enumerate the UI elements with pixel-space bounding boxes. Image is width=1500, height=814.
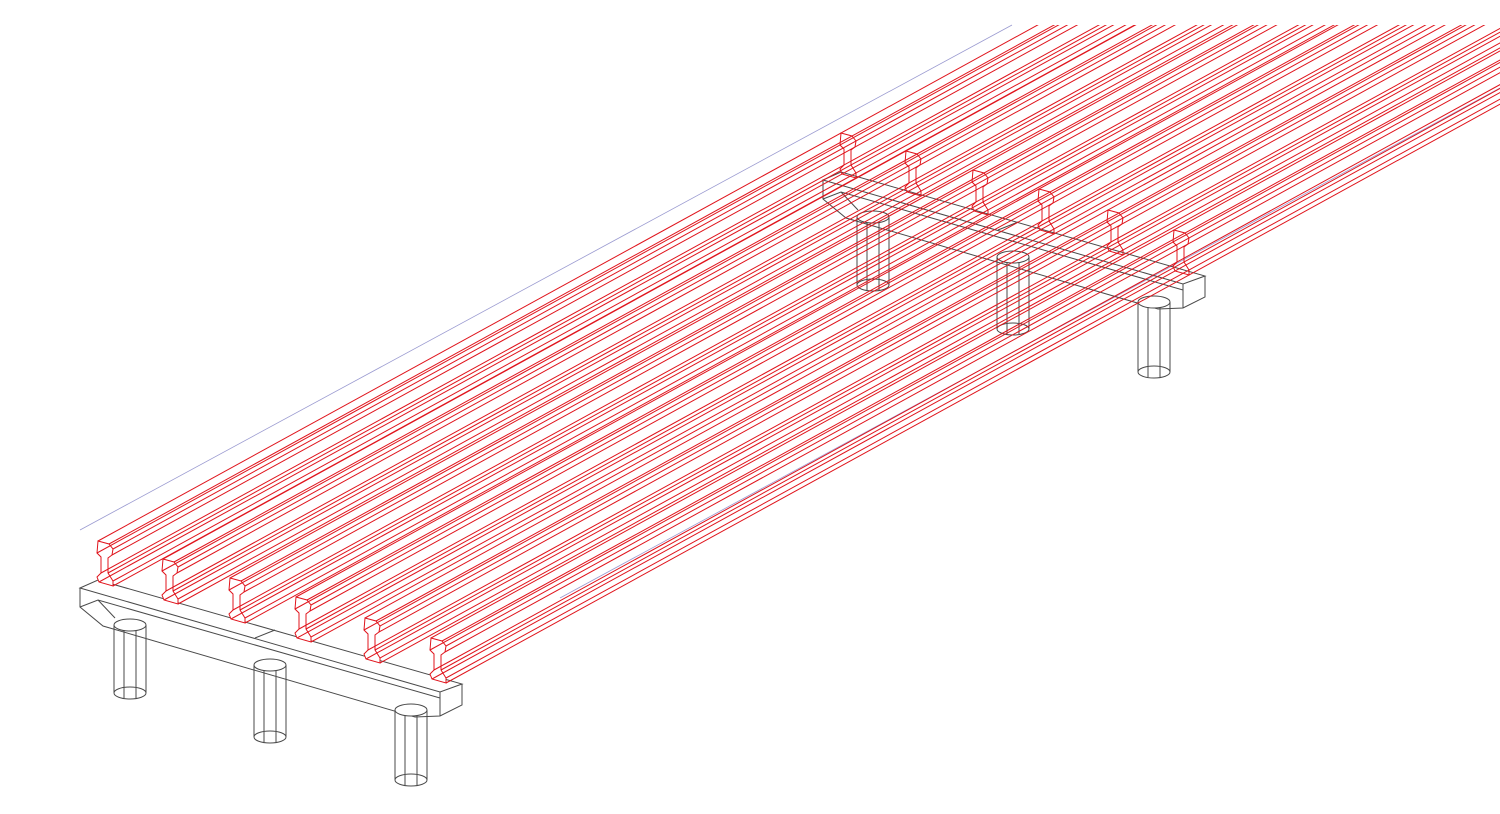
- pier-cap-chamfer: [97, 599, 116, 619]
- pier-cap-edge: [79, 599, 441, 716]
- girder-edge: [244, 25, 1268, 587]
- girder-edge: [310, 25, 1427, 638]
- girder-edge: [176, 25, 1176, 574]
- girders: [96, 25, 1500, 684]
- girder-edge: [431, 91, 1500, 680]
- girder-edge: [378, 25, 1486, 633]
- girder-edge: [363, 25, 1467, 631]
- column-top: [394, 703, 428, 717]
- girder-edge: [444, 72, 1500, 653]
- girder-edge: [230, 25, 1314, 620]
- girder-6: [429, 50, 1500, 684]
- girder-section: [96, 540, 114, 587]
- girder-edge: [445, 103, 1500, 684]
- girder-edge: [163, 25, 1213, 601]
- column-bottom: [1137, 365, 1171, 379]
- column-bottom: [394, 773, 428, 787]
- girder-1: [96, 25, 1136, 587]
- girder-2: [161, 25, 1234, 605]
- pier-cap-joint: [997, 221, 1019, 231]
- girder-edge: [177, 25, 1167, 568]
- girder-edge: [98, 25, 1115, 583]
- girder-edge: [429, 61, 1500, 651]
- girder-edge: [96, 25, 1060, 554]
- girder-section: [228, 577, 246, 624]
- pier-cap-joint: [254, 629, 276, 639]
- girder-section: [839, 132, 857, 179]
- reference-line: [79, 24, 1013, 531]
- substructure: [78, 171, 1207, 787]
- girder-4: [294, 25, 1436, 643]
- girder-edge: [162, 25, 1137, 560]
- girder-edge: [97, 25, 1039, 542]
- girder-edge: [375, 25, 1463, 622]
- girder-edge: [111, 25, 1079, 556]
- girder-edge: [100, 25, 1100, 574]
- girder-edge: [172, 25, 1205, 592]
- girder-edge: [374, 31, 1500, 651]
- girder-edge: [445, 66, 1500, 647]
- girder-edge: [239, 25, 1307, 611]
- girder-edge: [445, 98, 1500, 679]
- girder-edge: [244, 25, 1326, 619]
- girder-section: [1106, 209, 1124, 256]
- girder-edge: [310, 25, 1436, 643]
- girder-edge: [441, 59, 1500, 642]
- girder-edge: [433, 84, 1500, 671]
- girder-edge: [364, 25, 1446, 619]
- girder-edge: [165, 25, 1198, 592]
- girder-section: [1037, 188, 1055, 235]
- girder-edge: [440, 87, 1500, 671]
- girder-3: [228, 25, 1336, 624]
- girder-edge: [177, 25, 1225, 600]
- girder-edge: [430, 50, 1500, 639]
- girder-5: [363, 25, 1500, 664]
- column: [113, 618, 147, 700]
- girder-edge: [244, 25, 1336, 624]
- column-top: [113, 618, 147, 632]
- girder-edge: [379, 47, 1500, 664]
- girder-section: [429, 637, 447, 684]
- girder-edge: [232, 25, 1300, 611]
- girder-section: [294, 596, 312, 643]
- girder-edge: [298, 25, 1400, 630]
- girder-edge: [305, 25, 1407, 630]
- girder-edge: [161, 25, 1158, 572]
- girder-edge: [173, 25, 1153, 563]
- girder-edge: [310, 25, 1369, 606]
- girder-edge: [309, 25, 1379, 612]
- girder-section: [363, 617, 381, 664]
- girder-edge: [379, 42, 1500, 659]
- pier-1: [78, 579, 464, 787]
- girder-edge: [379, 25, 1476, 627]
- girder-edge: [296, 25, 1415, 639]
- column: [394, 703, 428, 787]
- girder-edge: [367, 27, 1500, 651]
- girder-edge: [306, 25, 1356, 601]
- pier-cap-chamfer: [840, 191, 859, 211]
- girder-edge: [107, 25, 1107, 574]
- girder-edge: [112, 25, 1127, 582]
- column-top: [253, 658, 287, 672]
- girder-edge: [240, 25, 1255, 582]
- column-bottom: [253, 730, 287, 744]
- girder-section: [904, 150, 922, 197]
- girder-section: [971, 169, 989, 216]
- girder-edge: [108, 25, 1056, 545]
- girder-edge: [229, 25, 1239, 579]
- column: [253, 658, 287, 744]
- girder-edge: [228, 25, 1259, 591]
- girder-edge: [365, 35, 1500, 660]
- girder-edge: [243, 25, 1278, 593]
- girder-edge: [295, 25, 1339, 598]
- girder-edge: [294, 25, 1360, 610]
- column-top: [1137, 295, 1171, 309]
- column-bottom: [113, 686, 147, 700]
- girder-edge: [112, 25, 1069, 550]
- girder-edge: [177, 25, 1234, 605]
- girder-section: [161, 558, 179, 605]
- girder-section: [1172, 229, 1190, 276]
